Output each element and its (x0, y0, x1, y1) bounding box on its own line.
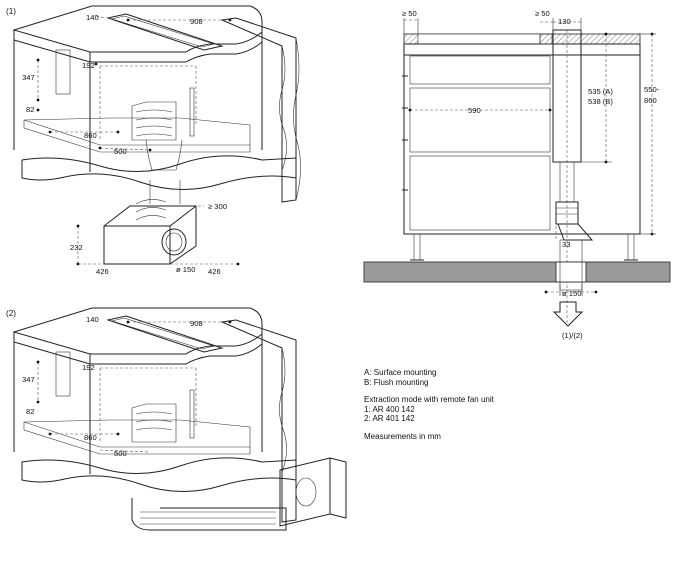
back-wall (220, 17, 297, 203)
figure-1-cabinet: (1) 140 908 (6, 5, 301, 276)
dim-426-right: 426 (208, 267, 221, 276)
dim-860-2: 860 (84, 433, 97, 442)
dim-140: 140 (86, 13, 99, 22)
wall-fan-box (279, 457, 331, 527)
dim-347-2: 347 (22, 375, 35, 384)
dim-140-2: 140 (86, 315, 99, 324)
dim-130: 130 (558, 17, 571, 26)
worktop-top-2 (12, 307, 263, 355)
dim-dia-150-section: ø 150 (562, 289, 581, 298)
downdraft-unit-2 (131, 403, 177, 443)
dim-500: 500 (114, 147, 127, 156)
arrow-label: (1)/(2) (562, 331, 583, 340)
dim-232: 232 (70, 243, 83, 252)
cabinet-section (403, 43, 641, 235)
cooktop (106, 13, 224, 51)
dim-538-b: 538 (B) (588, 97, 613, 106)
dim-dia-150: ø 150 (176, 265, 195, 274)
legend-units: Measurements in mm (364, 431, 441, 441)
section-view: (1)/(2) ≥ 50 ≥ 50 130 535 (A) 538 (B) 59… (363, 9, 671, 340)
dim-908: 908 (190, 17, 203, 26)
figure-2-cabinet: (2) 140 908 347 192 82 860 500 (6, 307, 347, 531)
legend-a: A: Surface mounting (364, 368, 437, 377)
dim-908-2: 908 (190, 319, 203, 328)
legend-unit-2: 2: AR 401 142 (364, 414, 415, 424)
dim-550: 550- (644, 85, 660, 94)
dim-535-a: 535 (A) (588, 87, 613, 96)
dim-860: 860 (84, 131, 97, 140)
dim-min-300: ≥ 300 (208, 202, 227, 211)
legend: A: Surface mounting B: Flush mounting Ex… (364, 368, 494, 442)
legend-extraction: Extraction mode with remote fan unit (364, 395, 494, 405)
legend-unit-1: 1: AR 400 142 (364, 404, 415, 414)
dim-500-2: 500 (114, 449, 127, 458)
dim-82: 82 (26, 105, 34, 114)
flat-duct (131, 498, 287, 531)
drawer-1 (409, 55, 551, 85)
left-bracket (55, 49, 71, 95)
cooktop-2 (106, 315, 224, 353)
floor-section (363, 261, 671, 283)
dim-426-left: 426 (96, 267, 109, 276)
dim-33: 33 (562, 240, 570, 249)
dim-82-2: 82 (26, 407, 34, 416)
dim-min-50-left: ≥ 50 (402, 9, 417, 18)
figure-2-label: (2) (6, 309, 16, 318)
legend-b: B: Flush mounting (364, 377, 429, 387)
drawer-3 (409, 155, 551, 231)
worktop-front (13, 30, 263, 63)
dim-192-2: 192 (82, 363, 95, 372)
worktop-top (12, 5, 263, 53)
floor-slab (21, 155, 297, 190)
dim-347: 347 (22, 73, 35, 82)
dim-860-section: 860 (644, 96, 657, 105)
exhaust-arrow-icon (552, 301, 584, 327)
figure-1-label: (1) (6, 7, 16, 16)
back-wall-2 (220, 319, 297, 523)
downdraft-unit (131, 101, 177, 141)
remote-fan-unit (103, 205, 197, 265)
dim-min-50-right: ≥ 50 (535, 9, 550, 18)
cabinet-base-panel (23, 117, 251, 146)
dim-590: 590 (468, 106, 481, 115)
drawer-2 (409, 87, 551, 153)
floor-slab-2 (21, 457, 297, 492)
dim-192: 192 (82, 61, 95, 70)
